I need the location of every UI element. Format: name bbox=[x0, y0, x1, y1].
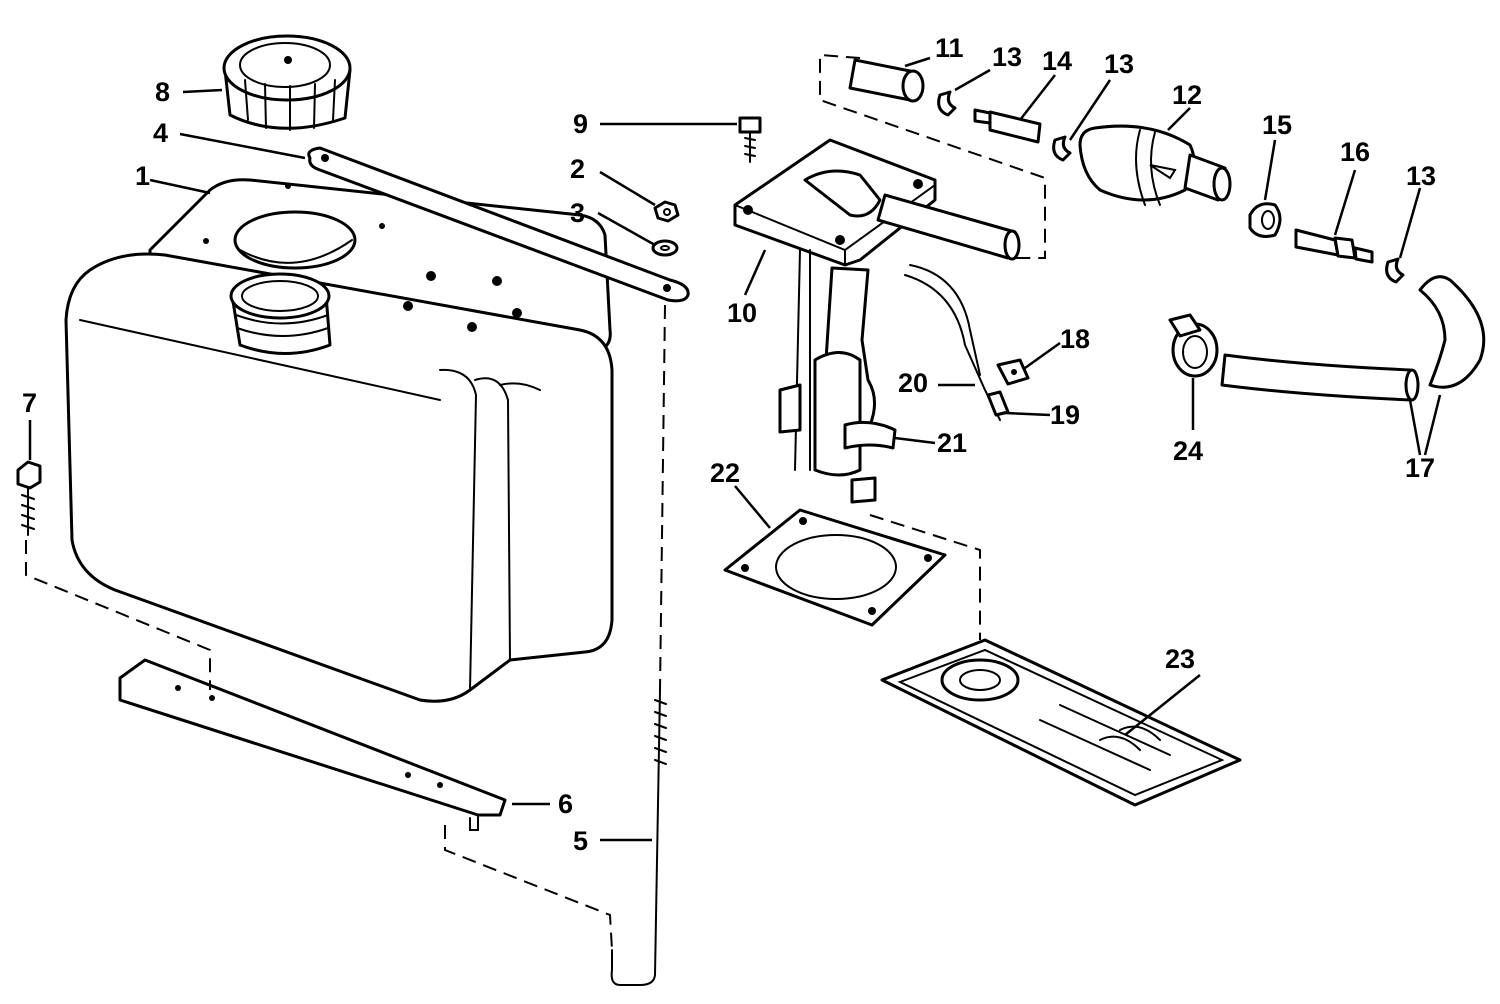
callout-8: 8 bbox=[155, 77, 170, 107]
callout-14: 14 bbox=[1042, 46, 1072, 76]
fuel-filter bbox=[880, 638, 1242, 807]
hose-nut bbox=[1248, 202, 1282, 238]
gasket bbox=[723, 508, 947, 627]
callout-2: 2 bbox=[570, 154, 585, 184]
callout-13c: 13 bbox=[1406, 161, 1436, 191]
fuel-tank bbox=[64, 178, 614, 703]
callout-24: 24 bbox=[1173, 436, 1203, 466]
strap-hole bbox=[321, 154, 329, 162]
hose-clamp-clip bbox=[1385, 257, 1405, 284]
callout-20: 20 bbox=[898, 368, 928, 398]
callout-18: 18 bbox=[1060, 324, 1090, 354]
callout-21: 21 bbox=[937, 428, 967, 458]
sending-unit-wires bbox=[904, 264, 1030, 421]
callout-19: 19 bbox=[1050, 400, 1080, 430]
hold-down-strap bbox=[307, 146, 690, 303]
callout-1: 1 bbox=[135, 161, 150, 191]
callout-13b: 13 bbox=[1104, 49, 1134, 79]
callout-15: 15 bbox=[1262, 110, 1292, 140]
nut bbox=[653, 200, 680, 223]
callout-16: 16 bbox=[1340, 137, 1370, 167]
hose-clamp-clip bbox=[937, 90, 957, 117]
gasket-dashed-guide bbox=[869, 514, 981, 640]
callout-7: 7 bbox=[22, 388, 37, 418]
callout-6: 6 bbox=[558, 789, 573, 819]
callout-leaders bbox=[28, 56, 1442, 842]
callout-12: 12 bbox=[1172, 80, 1202, 110]
strap-hole bbox=[663, 284, 671, 292]
hose-clamp-clip bbox=[1052, 135, 1072, 162]
lag-screw bbox=[16, 460, 42, 536]
callout-13a: 13 bbox=[992, 42, 1022, 72]
callout-22: 22 bbox=[710, 458, 740, 488]
sending-unit bbox=[733, 138, 1021, 504]
callout-5: 5 bbox=[573, 826, 588, 856]
hose-clamp bbox=[1168, 313, 1219, 378]
callout-23: 23 bbox=[1165, 644, 1195, 674]
fuel-line-dashed-guide bbox=[819, 53, 1046, 259]
bracket-dashed-guide bbox=[444, 825, 613, 951]
washer bbox=[651, 239, 679, 257]
barbed-fitting bbox=[973, 108, 1042, 144]
callout-11: 11 bbox=[935, 33, 964, 63]
quick-connector bbox=[1294, 228, 1374, 264]
tie-rod bbox=[610, 304, 667, 986]
screw-dashed-guide bbox=[25, 540, 211, 690]
callout-3: 3 bbox=[570, 198, 585, 228]
callout-labels: 1 2 3 4 5 6 7 8 9 10 11 12 13 13 13 14 1… bbox=[22, 33, 1436, 856]
bolt bbox=[738, 116, 762, 163]
fuel-hose bbox=[1220, 275, 1486, 402]
short-hose bbox=[848, 58, 925, 103]
primer-bulb bbox=[1078, 124, 1232, 206]
mounting-bracket bbox=[118, 658, 507, 831]
callout-4: 4 bbox=[153, 118, 168, 148]
filler-cap bbox=[222, 34, 352, 131]
callout-9: 9 bbox=[573, 109, 588, 139]
callout-10: 10 bbox=[727, 298, 757, 328]
callout-17: 17 bbox=[1405, 453, 1435, 483]
